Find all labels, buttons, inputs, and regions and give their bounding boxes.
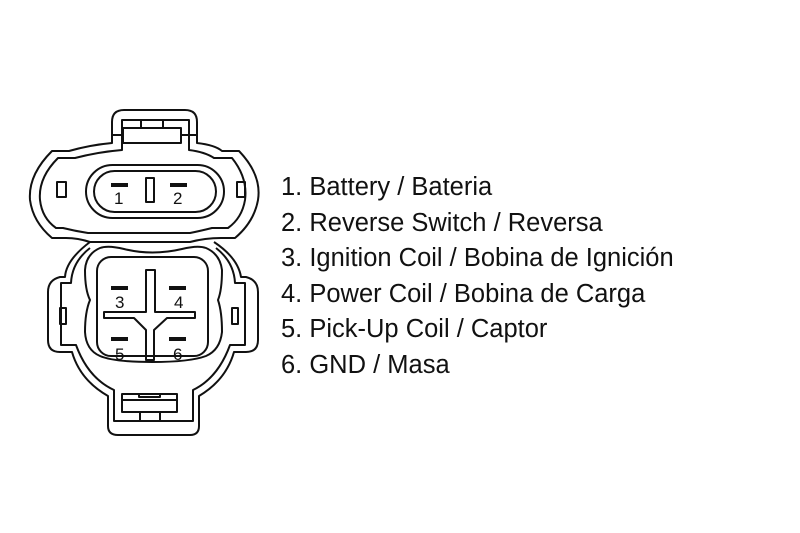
connector-2-pin-socket-outer — [85, 164, 225, 219]
pin-3-marker — [111, 286, 128, 290]
connector-2-pin-right-tab — [236, 181, 246, 198]
connector-4-pin — [47, 241, 259, 436]
pin-2-marker — [170, 183, 187, 187]
legend-item-4: 4. Power Coil / Bobina de Carga — [281, 279, 646, 308]
pin-5-marker — [111, 337, 128, 341]
connector-4-pin-socket-inner — [96, 256, 209, 357]
connector-2-pin-left-tab — [56, 181, 67, 198]
pin-6-marker — [169, 337, 186, 341]
pin-legend: 1. Battery / Bateria 2. Reverse Switch /… — [281, 170, 674, 383]
connector-4-pin-outer-housing — [47, 241, 259, 436]
connector-2-pin-latch — [122, 127, 182, 144]
connector-2-pin-key — [145, 177, 155, 203]
pin-1-label: 1 — [114, 189, 123, 208]
legend-item-2: 2. Reverse Switch / Reversa — [281, 208, 603, 237]
pin-4-marker — [169, 286, 186, 290]
pin-3-label: 3 — [115, 293, 124, 312]
connector-2-pin-inner-housing — [38, 119, 247, 234]
pin-2-label: 2 — [173, 189, 182, 208]
pin-5-label: 5 — [115, 345, 124, 364]
connector-4-pin-divider — [103, 269, 196, 361]
connector-2-pin-outer-housing — [28, 109, 260, 243]
pin-6-label: 6 — [173, 345, 182, 364]
connector-4-pin-left-tab — [59, 307, 67, 325]
connector-2-pin-socket-inner — [93, 170, 217, 213]
legend-item-3: 3. Ignition Coil / Bobina de Ignición — [281, 244, 674, 272]
connector-4-pin-inner-housing — [60, 247, 246, 422]
legend-item-6: 6. GND / Masa — [281, 350, 450, 379]
connector-2-pin — [28, 109, 260, 243]
pin-1-marker — [111, 183, 128, 187]
legend-item-5: 5. Pick-Up Coil / Captor — [281, 315, 548, 343]
legend-item-1: 1. Battery / Bateria — [281, 173, 493, 201]
connector-4-pin-socket-outer — [84, 245, 223, 363]
connector-4-pin-right-tab — [231, 307, 239, 325]
pin-4-label: 4 — [174, 293, 183, 312]
